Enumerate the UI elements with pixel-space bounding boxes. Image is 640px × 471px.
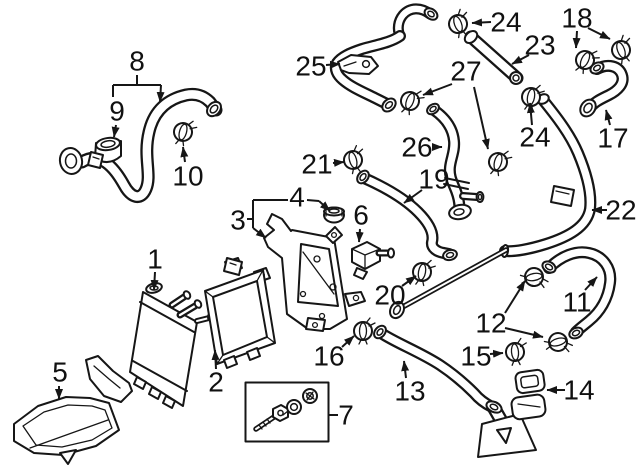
clamp-16-icon [353, 317, 376, 345]
callout-number: 25 [295, 51, 326, 82]
clamp-18a-icon [575, 50, 600, 75]
callout-24-24[interactable]: 24 [519, 102, 551, 153]
callout-number: 10 [172, 161, 203, 192]
callout-number: 3 [230, 205, 246, 236]
hardware-kit-box [244, 381, 330, 443]
callout-number: 11 [562, 287, 591, 318]
hose-17-drawing [579, 59, 629, 118]
clamp-12b-icon [543, 332, 574, 353]
callout-20-19[interactable]: 20 [374, 275, 417, 311]
callout-4-3[interactable]: 4 [289, 182, 331, 213]
callout-number: 18 [561, 3, 592, 34]
air-duct-drawing [13, 355, 133, 465]
callout-26-26[interactable]: 26 [401, 132, 443, 163]
callout-number: 13 [394, 376, 425, 407]
clamp-24a-icon [448, 8, 468, 39]
callout-13-12[interactable]: 13 [394, 360, 426, 407]
hose-13-drawing [373, 324, 537, 458]
callout-9-8[interactable]: 9 [109, 96, 125, 138]
callout-10-9[interactable]: 10 [172, 146, 204, 192]
callout-number: 6 [353, 200, 369, 231]
callout-number: 24 [519, 122, 550, 153]
hose-19-drawing [356, 169, 458, 262]
callout-2-1[interactable]: 2 [208, 349, 224, 398]
hose-26-drawing [426, 102, 485, 221]
clamp-10-icon [173, 120, 198, 147]
callout-5-4[interactable]: 5 [52, 357, 68, 400]
radiator-drawing [129, 282, 215, 409]
callout-number: 7 [338, 400, 354, 431]
callout-number: 8 [129, 46, 145, 77]
hose-22-drawing [389, 93, 597, 320]
callout-number: 21 [301, 149, 332, 180]
callout-number: 24 [490, 7, 521, 38]
callout-12-11[interactable]: 12 [475, 280, 544, 339]
callout-number: 20 [374, 280, 405, 311]
hose-clip-14-drawing [510, 368, 547, 421]
callout-15-14[interactable]: 15 [460, 341, 504, 372]
callout-27-27[interactable]: 27 [422, 56, 490, 150]
callout-24-23[interactable]: 24 [471, 7, 522, 38]
callout-number: 4 [289, 182, 305, 213]
callout-number: 27 [450, 56, 481, 87]
callout-16-15[interactable]: 16 [313, 335, 355, 372]
hose-25-drawing [329, 3, 439, 113]
callout-number: 19 [418, 164, 449, 195]
callout-number: 15 [460, 341, 491, 372]
callout-17-16[interactable]: 17 [597, 109, 629, 154]
callout-22-21[interactable]: 22 [591, 195, 637, 226]
callout-number: 9 [109, 96, 125, 127]
callout-11-10[interactable]: 11 [562, 276, 598, 318]
clamp-20-icon [412, 259, 436, 287]
grommet-drawing [323, 206, 345, 224]
hose-11-drawing [541, 246, 617, 340]
clamp-12a-icon [519, 267, 549, 289]
clamp-15-icon [505, 337, 527, 366]
callout-number: 5 [52, 357, 68, 388]
callout-25-25[interactable]: 25 [295, 51, 341, 82]
callout-number: 22 [605, 195, 636, 226]
clamp-27a-icon [400, 90, 425, 116]
callout-number: 16 [313, 341, 344, 372]
callout-23-22[interactable]: 23 [511, 30, 556, 65]
connector-drawing [351, 241, 395, 280]
callout-14-13[interactable]: 14 [546, 375, 595, 406]
callout-21-20[interactable]: 21 [301, 149, 345, 180]
callout-18-17[interactable]: 18 [561, 3, 611, 49]
mounting-bracket-drawing [263, 213, 366, 332]
callout-7-6[interactable]: 7 [328, 400, 354, 431]
callout-number: 26 [401, 132, 432, 163]
callout-1-0[interactable]: 1 [147, 244, 163, 291]
callout-number: 2 [208, 367, 224, 398]
callout-6-5[interactable]: 6 [353, 200, 369, 243]
callout-number: 12 [475, 308, 506, 339]
hose-8-drawing [58, 87, 223, 203]
clamp-18b-icon [611, 34, 631, 65]
clamp-27b-icon [488, 150, 513, 177]
callout-number: 14 [563, 375, 594, 406]
callout-19-18[interactable]: 19 [403, 164, 450, 204]
radiator-bracket-drawing [204, 257, 276, 369]
callout-number: 17 [597, 123, 628, 154]
callout-number: 1 [147, 244, 163, 275]
callout-number: 23 [524, 30, 555, 61]
callout-8-7[interactable]: 8 [112, 46, 165, 103]
callout-3-2[interactable]: 3 [230, 199, 288, 239]
hose-23-drawing [463, 30, 524, 85]
coupling-9-drawing [87, 136, 122, 169]
